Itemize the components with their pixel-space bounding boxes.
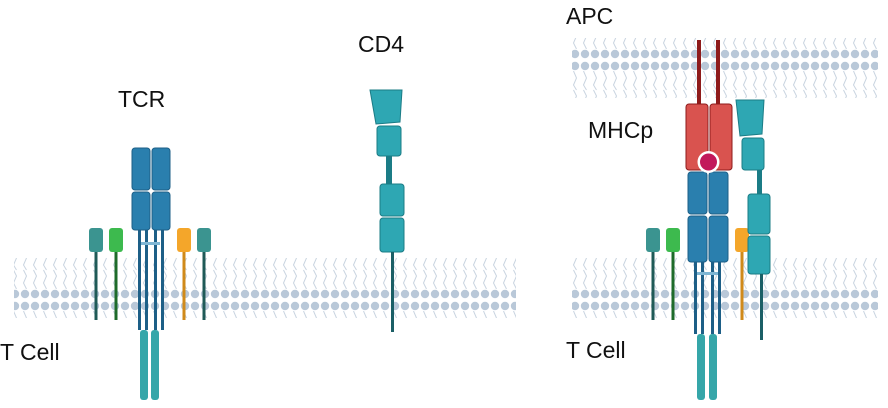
cd4-coreceptor-left (369, 89, 405, 332)
apc-membrane (572, 38, 878, 98)
mhc-stalks (697, 40, 720, 106)
cd3-chains-right (646, 228, 749, 320)
mhcp-label: MHCp (588, 117, 653, 143)
t-cell-label-right: T Cell (566, 337, 626, 363)
cd4-label-left: CD4 (358, 31, 404, 57)
apc-label: APC (566, 3, 613, 29)
cd4-coreceptor-right (735, 99, 771, 340)
peptide-icon (697, 151, 720, 173)
t-cell-membrane-right (572, 258, 878, 318)
cd3-chains-left (89, 228, 211, 320)
tcr-label: TCR (118, 86, 165, 112)
tcr-receptor-right (687, 171, 729, 400)
t-cell-membrane-left (14, 258, 516, 318)
tcr-receptor-left (131, 147, 171, 400)
t-cell-label-left: T Cell (0, 339, 60, 365)
